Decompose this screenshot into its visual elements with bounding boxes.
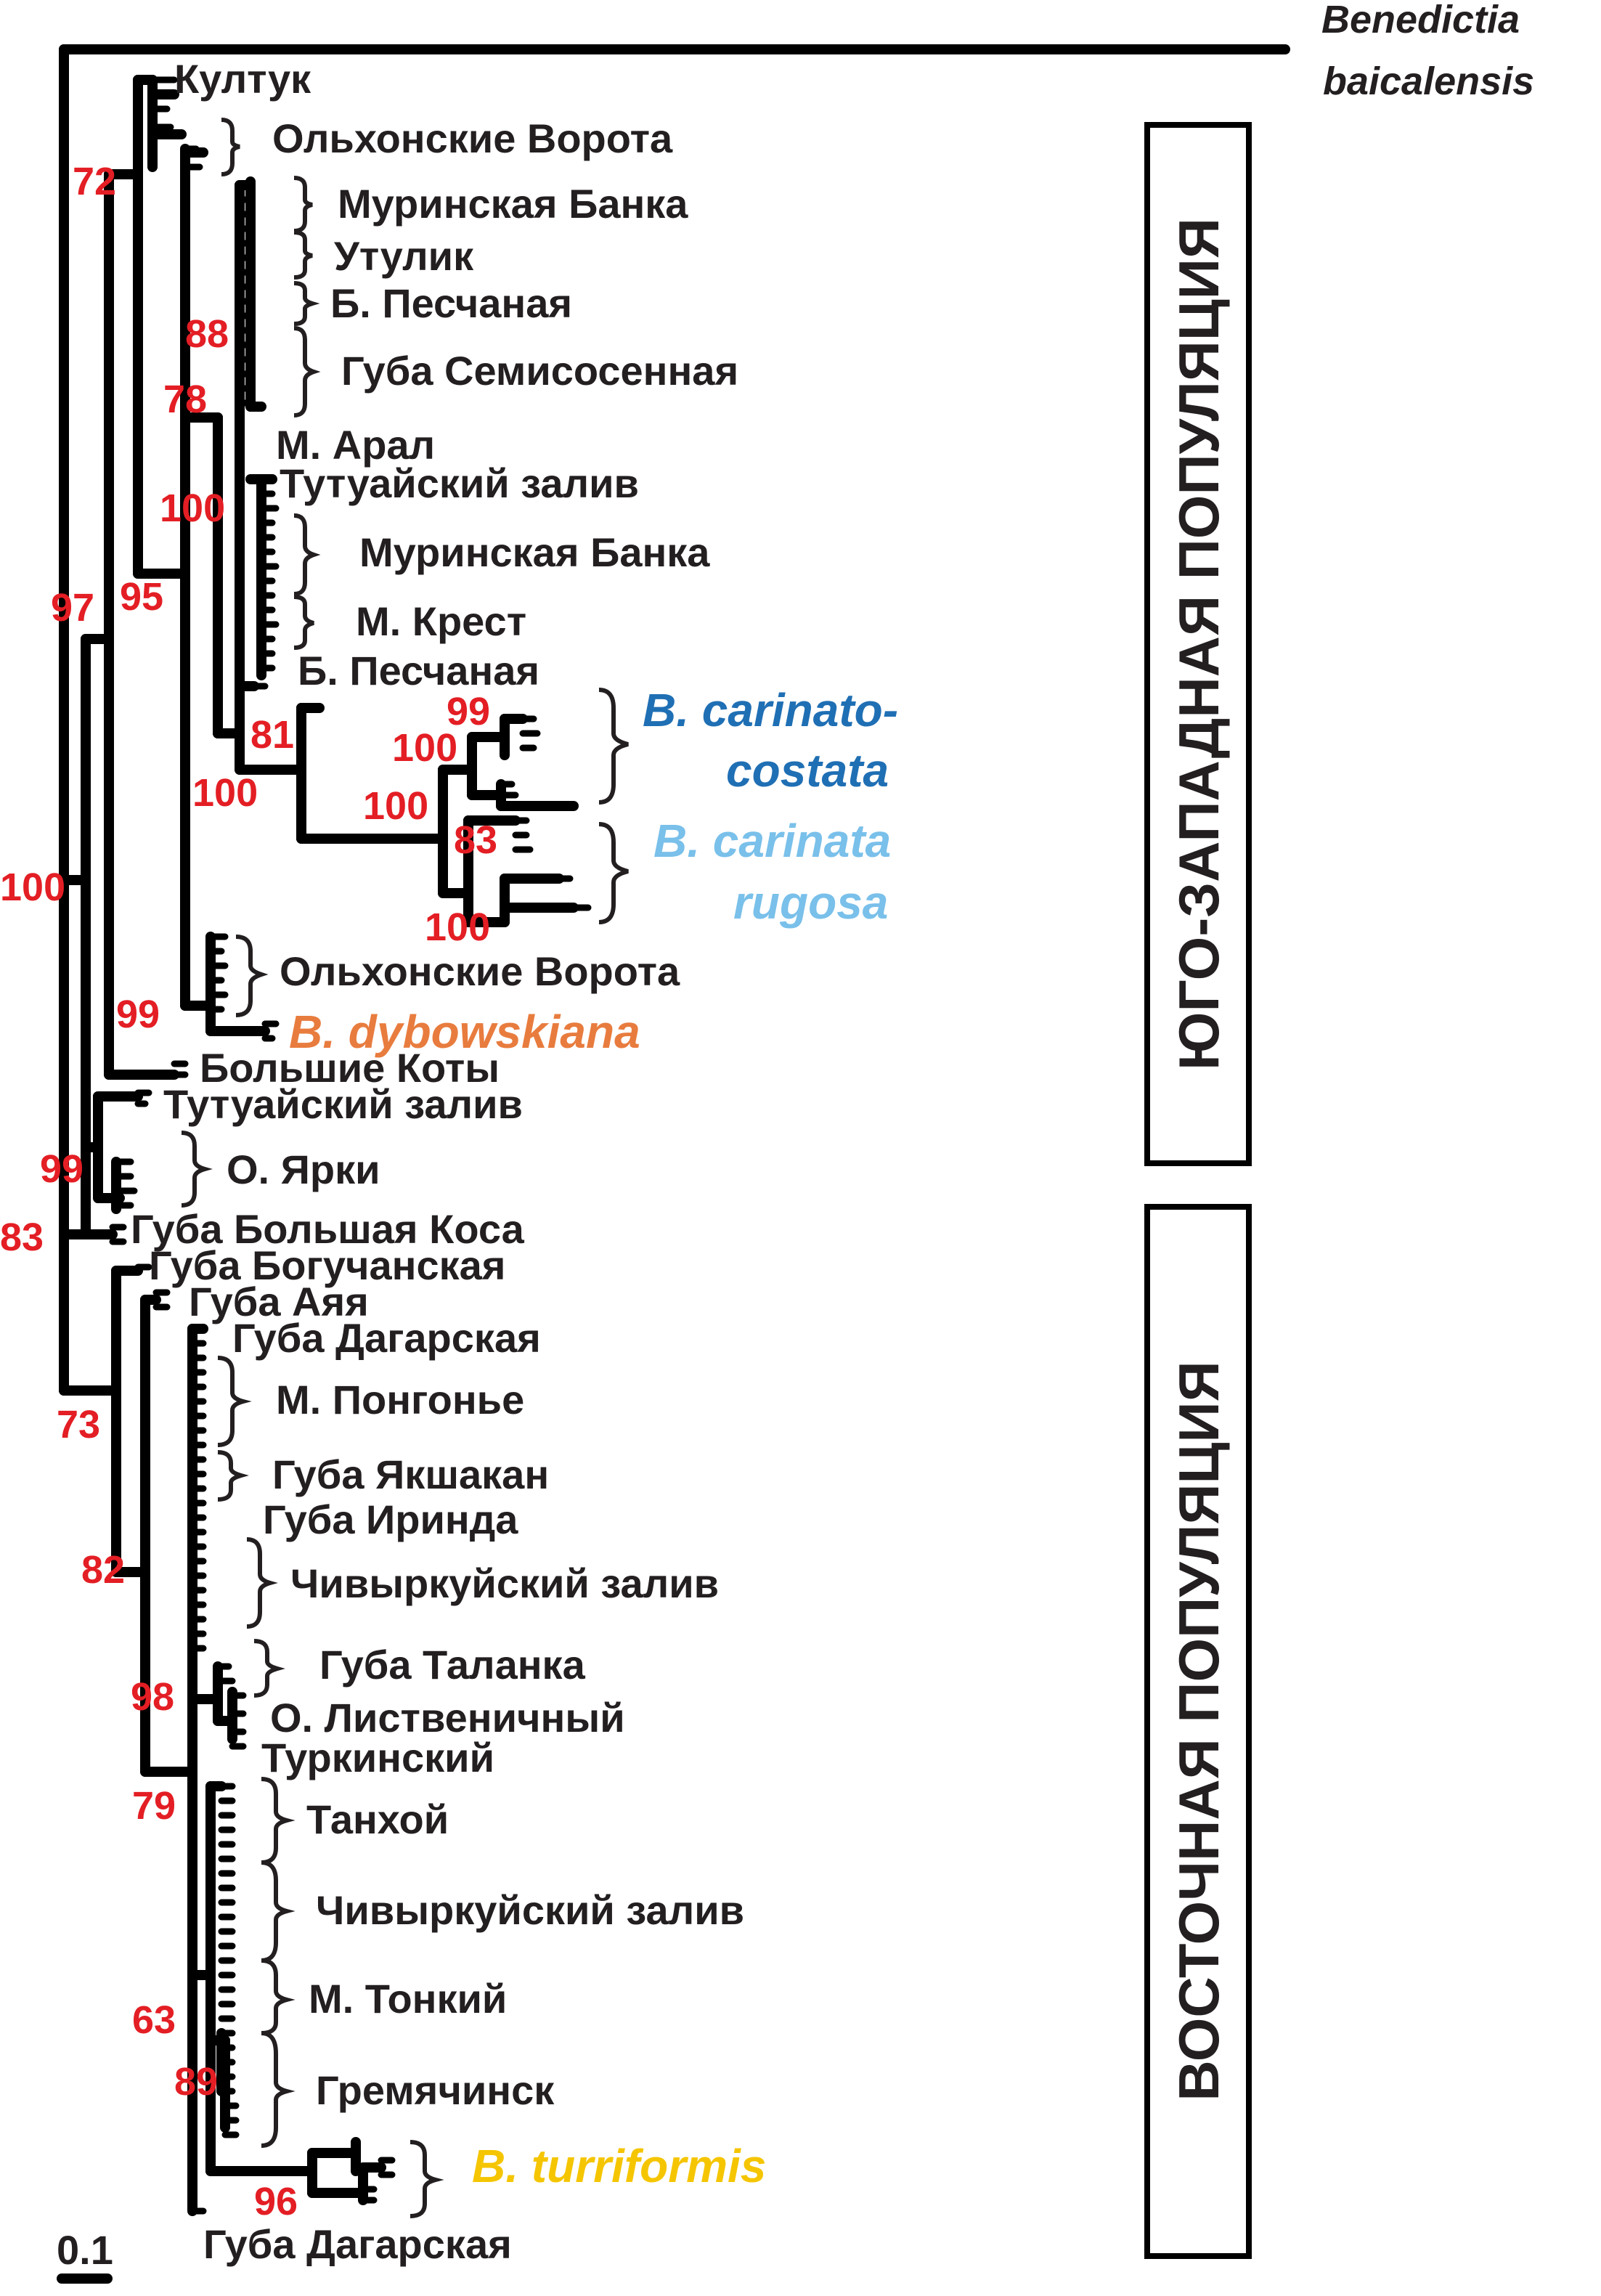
- outgroup-species: baicalensis: [1323, 60, 1534, 103]
- bootstrap-value: 79: [132, 1784, 176, 1828]
- species-carinato-costata-line2: costata: [726, 744, 889, 797]
- brace-gremyachinsk: [261, 2031, 296, 2148]
- locality-label: Ольхонские Ворота: [280, 948, 680, 994]
- locality-label: О. Ярки: [227, 1147, 380, 1192]
- locality-label: Туркинский: [261, 1735, 494, 1780]
- locality-label: Култук: [174, 56, 311, 102]
- bootstrap-value: 98: [131, 1675, 174, 1719]
- locality-label: О. Лиственичный: [270, 1695, 625, 1741]
- species-carinato-costata-line1: B. carinato-: [643, 684, 898, 736]
- bootstrap-value: 82: [81, 1548, 125, 1592]
- brace-chivyrkuy-1: [246, 1537, 278, 1629]
- brace-semisosennaya: [293, 326, 321, 418]
- brace-peschanaya-1: [293, 281, 320, 326]
- bootstrap-value: 89: [174, 2060, 218, 2104]
- bootstrap-value: 100: [160, 487, 225, 530]
- bootstrap-value: 83: [0, 1216, 44, 1259]
- bootstrap-values: 72 88 78 100 97 95 81 100 99 100 100 83 …: [0, 160, 497, 2223]
- bootstrap-value: 83: [454, 818, 497, 862]
- bootstrap-value: 81: [250, 713, 294, 757]
- brace-murinskaya-2: [293, 513, 321, 596]
- bootstrap-value: 99: [116, 993, 160, 1036]
- tree-tips: [109, 76, 592, 2215]
- locality-label: Тутуайский залив: [163, 1081, 523, 1127]
- brace-carinato-costata: [598, 688, 629, 805]
- species-carinata-rugosa-line2: rugosa: [733, 876, 888, 929]
- bootstrap-value: 100: [192, 771, 258, 815]
- brace-tonkiy: [261, 1958, 296, 2035]
- population-label-east: ВОСТОЧНАЯ ПОПУЛЯЦИЯ: [1167, 1361, 1231, 2101]
- bootstrap-value: 88: [185, 312, 229, 356]
- bootstrap-value: 97: [51, 586, 94, 630]
- locality-label: Танхой: [306, 1796, 449, 1842]
- brace-olkhon-2: [235, 935, 269, 1017]
- bootstrap-value: 100: [392, 726, 457, 770]
- clade-braces: [181, 118, 629, 2218]
- population-box-east: ВОСТОЧНАЯ ПОПУЛЯЦИЯ: [1144, 1204, 1252, 2259]
- species-dybowskiana: B. dybowskiana: [289, 1006, 640, 1058]
- brace-yakshakan: [217, 1450, 249, 1502]
- brace-carinata-rugosa: [598, 822, 629, 924]
- locality-label: Губа Якшакан: [272, 1452, 549, 1497]
- brace-utulik: [293, 230, 313, 280]
- bootstrap-value: 78: [163, 378, 207, 421]
- locality-label: Муринская Банка: [338, 181, 688, 227]
- locality-label: Губа Большая Коса: [131, 1206, 525, 1252]
- locality-label: Губа Аяя: [189, 1279, 369, 1324]
- brace-yarki: [181, 1131, 213, 1208]
- locality-label: Гремячинск: [316, 2067, 555, 2113]
- locality-label: Большие Коты: [200, 1045, 500, 1091]
- locality-label: М. Крест: [356, 598, 526, 644]
- locality-label: Утулик: [334, 233, 474, 279]
- bootstrap-value: 73: [57, 1403, 100, 1446]
- locality-label: Чивыркуйский залив: [290, 1560, 719, 1606]
- locality-label: Губа Таланка: [319, 1642, 586, 1688]
- bootstrap-value: 72: [73, 160, 116, 203]
- locality-label: Губа Дагарская: [203, 2221, 512, 2267]
- brace-olkhon-1: [221, 118, 240, 176]
- species-turriformis: B. turriformis: [472, 2140, 766, 2192]
- bootstrap-value: 63: [132, 1998, 176, 2042]
- locality-label: Губа Дагарская: [232, 1315, 541, 1361]
- bootstrap-value: 100: [363, 784, 428, 828]
- locality-label: Тутуайский залив: [280, 460, 639, 506]
- locality-label: Ольхонские Ворота: [272, 115, 673, 161]
- locality-labels: Култук Ольхонские Ворота Муринская Банка…: [131, 56, 744, 2267]
- locality-label: Губа Иринда: [263, 1497, 518, 1542]
- brace-krest: [293, 595, 314, 650]
- bootstrap-value: 99: [40, 1147, 83, 1191]
- brace-chivyrkuy-2: [261, 1860, 296, 1963]
- brace-murinskaya-1: [293, 176, 313, 233]
- locality-label: Губа Семисосенная: [341, 348, 738, 394]
- locality-label: Чивыркуйский залив: [316, 1887, 744, 1933]
- bootstrap-value: 99: [447, 690, 490, 733]
- brace-tankhoy: [261, 1777, 296, 1865]
- outgroup-genus: Benedictia: [1321, 0, 1520, 41]
- locality-label: М. Понгонье: [276, 1377, 524, 1422]
- brace-pongonye: [217, 1356, 252, 1447]
- brace-turriformis: [410, 2140, 444, 2218]
- species-carinata-rugosa-line1: B. carinata: [653, 815, 891, 867]
- bootstrap-value: 96: [254, 2180, 298, 2223]
- bootstrap-value: 95: [120, 575, 163, 619]
- locality-label: М. Тонкий: [309, 1976, 507, 2022]
- locality-label: М. Арал: [276, 422, 435, 468]
- population-label-southwest: ЮГО-ЗАПАДНАЯ ПОПУЛЯЦИЯ: [1167, 218, 1231, 1070]
- bootstrap-value: 100: [0, 866, 65, 909]
- locality-label: Губа Богучанская: [149, 1242, 505, 1288]
- locality-label: Б. Песчаная: [330, 280, 572, 326]
- scale-bar-label: 0.1: [57, 2227, 113, 2273]
- brace-talanka: [253, 1639, 285, 1698]
- population-box-southwest: ЮГО-ЗАПАДНАЯ ПОПУЛЯЦИЯ: [1144, 122, 1252, 1166]
- bootstrap-value: 100: [425, 905, 490, 949]
- locality-label: Муринская Банка: [359, 529, 710, 575]
- locality-label: Б. Песчаная: [298, 648, 539, 693]
